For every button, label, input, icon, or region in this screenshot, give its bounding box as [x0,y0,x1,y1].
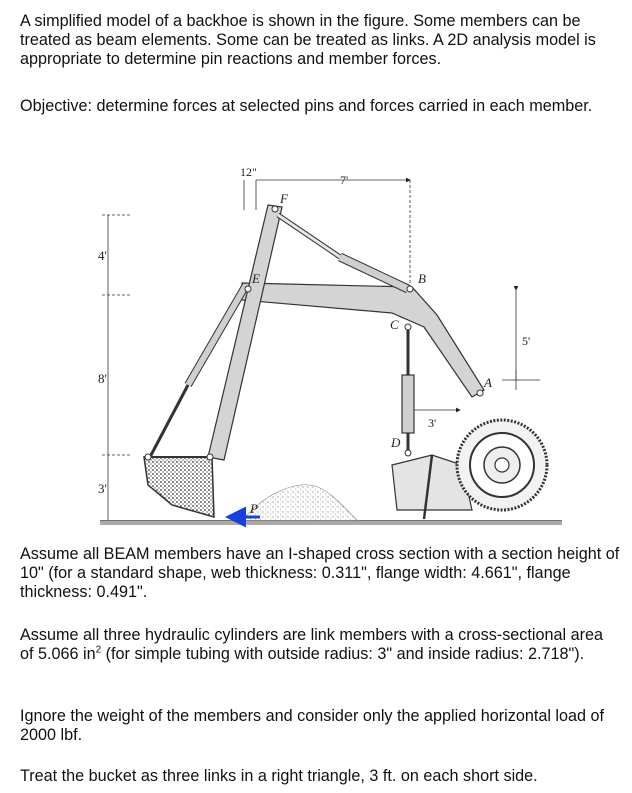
right-dimension-line: 5' [502,286,540,390]
pin-label-e: E [251,271,260,286]
stick-member [207,204,283,461]
bucket-assumption-paragraph: Treat the bucket as three links in a rig… [20,767,538,785]
pin-label-f: F [279,191,289,206]
objective-paragraph: Objective: determine forces at selected … [20,97,593,115]
pin-label-b: B [418,271,426,286]
dim-3ft-left-label: 3' [98,481,107,496]
tractor [391,418,549,520]
pins [144,205,484,461]
dim-5ft-label: 5' [522,334,530,348]
cylinder-assumption-paragraph: Assume all three hydraulic cylinders are… [20,626,620,664]
gravel-pile [241,484,359,522]
load-assumption-paragraph: Ignore the weight of the members and con… [20,707,605,744]
cylinder-cd [401,327,415,453]
dim-3ft-inner-label: 3' [428,416,436,430]
cylinder-fb [276,212,410,294]
applied-load-arrow: P [225,501,260,528]
intro-paragraph: A simplified model of a backhoe is shown… [20,12,596,68]
pin-label-c: C [390,317,399,332]
cylinder-text-superscript: 2 [95,644,102,656]
cylinder-text-pre: Assume all three hydraulic cylinders are… [20,626,603,663]
pin-label-a: A [483,375,492,390]
top-dimension-line: 12" 7' [240,165,411,290]
boom-member [241,282,485,398]
pin-label-d: D [390,435,401,450]
backhoe-figure: 4' 8' 3' 12" 7' [98,165,562,528]
dim-4ft-label: 4' [98,248,107,263]
dim-7ft-label: 7' [340,173,348,187]
cylinder-text-post: (for simple tubing with outside radius: … [101,645,585,663]
inner-dimension-line: 3' [414,407,461,430]
left-dimension-line: 4' 8' 3' [98,214,132,520]
dim-12in-label: 12" [240,165,257,179]
cylinder-e-bucket [148,282,250,458]
beam-assumption-paragraph: Assume all BEAM members have an I-shaped… [20,545,620,601]
dim-8ft-label: 8' [98,371,107,386]
ground [100,520,562,525]
bucket [143,456,215,519]
load-label-p: P [249,501,258,516]
